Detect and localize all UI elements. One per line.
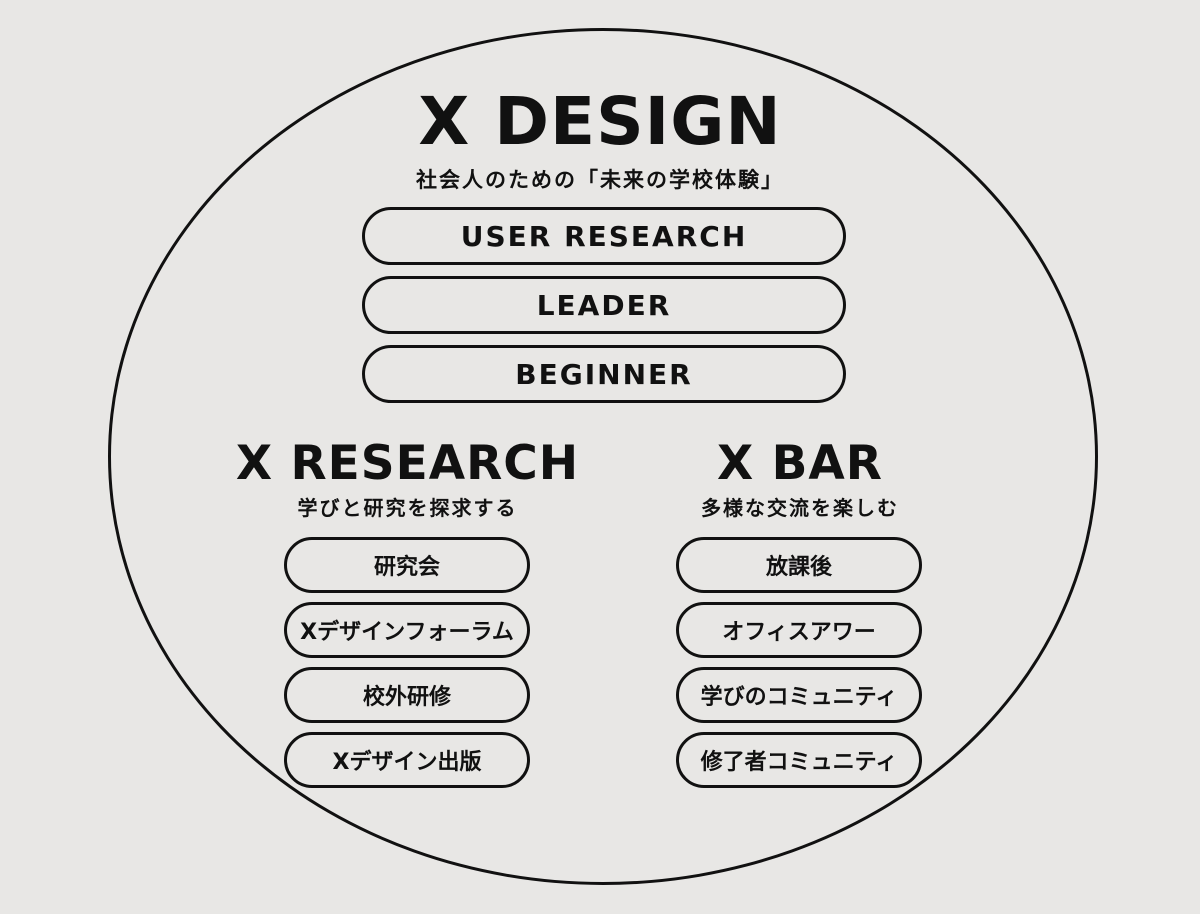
x-research-subtitle: 学びと研究を探求する [297,496,518,520]
research-item-kenkyukai[interactable]: 研究会 [284,537,530,593]
program-beginner[interactable]: BEGINNER [362,345,846,403]
research-item-forum[interactable]: Xデザインフォーラム [284,602,530,658]
program-user-research[interactable]: USER RESEARCH [362,207,846,265]
research-item-publishing[interactable]: Xデザイン出版 [284,732,530,788]
x-bar-title: X BAR [717,436,883,491]
x-bar-subtitle: 多様な交流を楽しむ [701,496,899,520]
bar-item-office-hour[interactable]: オフィスアワー [676,602,922,658]
bar-item-learning-community[interactable]: 学びのコミュニティ [676,667,922,723]
x-design-subtitle: 社会人のための「未来の学校体験」 [416,168,784,192]
x-design-title: X DESIGN [418,83,782,160]
bar-item-alumni-community[interactable]: 修了者コミュニティ [676,732,922,788]
x-research-title: X RESEARCH [235,436,580,491]
program-leader[interactable]: LEADER [362,276,846,334]
bar-item-after-school[interactable]: 放課後 [676,537,922,593]
research-item-field-training[interactable]: 校外研修 [284,667,530,723]
outer-ellipse [108,28,1098,885]
